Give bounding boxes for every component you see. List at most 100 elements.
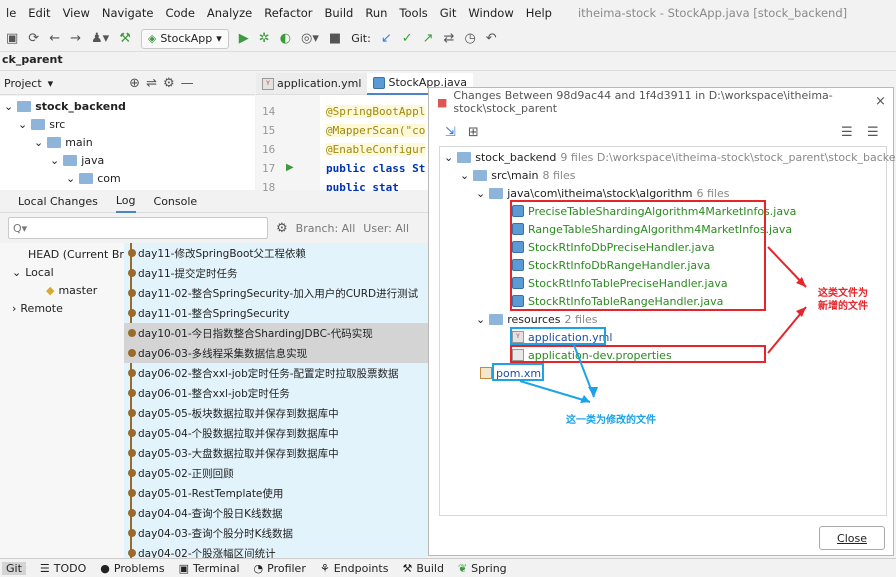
sync-icon[interactable]: ⟳ <box>28 31 40 46</box>
push-icon[interactable]: ↗ <box>422 31 434 46</box>
toolwindow-profiler[interactable]: ◔Profiler <box>254 562 306 575</box>
commit-row[interactable]: day11-提交定时任务 <box>124 263 428 283</box>
save-icon[interactable]: ▣ <box>6 31 19 46</box>
branch-group-local[interactable]: ⌄Local <box>12 263 54 281</box>
toolwindow-todo[interactable]: ☰TODO <box>40 562 86 575</box>
toolwindow-spring[interactable]: ❦Spring <box>458 562 507 575</box>
commit-row[interactable]: day04-03-查询个股分时K线数据 <box>124 523 428 543</box>
history-icon[interactable]: ◷ <box>464 31 476 46</box>
commit-row[interactable]: day06-01-整合xxl-job定时任务 <box>124 383 428 403</box>
commit-icon[interactable]: ✓ <box>401 31 413 46</box>
tree-item-stock-backend[interactable]: ⌄ stock_backend 9 files D:\workspace\ith… <box>444 148 896 166</box>
user-filter[interactable]: User: All <box>363 221 410 235</box>
locate-icon[interactable]: ⊕ <box>129 76 141 91</box>
commit-row[interactable]: day04-02-个股涨幅区间统计 <box>124 543 428 558</box>
branch-master[interactable]: ◆master <box>46 281 97 299</box>
changed-file[interactable]: RangeTableShardingAlgorithm4MarketInfos.… <box>512 220 792 238</box>
tab-log[interactable]: Log <box>115 191 136 213</box>
commit-row[interactable]: day04-04-查询个股日K线数据 <box>124 503 428 523</box>
menu-run[interactable]: Run <box>365 6 388 20</box>
tab-console[interactable]: Console <box>153 195 198 208</box>
changed-file[interactable]: application-dev.properties <box>512 346 672 364</box>
user-icon[interactable]: ♟▾ <box>91 31 110 46</box>
tree-item-resources[interactable]: ⌄ resources 2 files <box>476 310 598 328</box>
fetch-icon[interactable]: ⇄ <box>443 31 455 46</box>
changed-file[interactable]: PreciseTableShardingAlgorithm4MarketInfo… <box>512 202 796 220</box>
menu-help[interactable]: Help <box>525 6 552 20</box>
update-icon[interactable]: ↙ <box>380 31 392 46</box>
menu-edit[interactable]: Edit <box>28 6 51 20</box>
hammer-icon[interactable]: ⚒ <box>119 31 131 46</box>
toolwindow-terminal[interactable]: ▣Terminal <box>179 562 240 575</box>
branch-filter[interactable]: Branch: All <box>295 221 356 235</box>
changed-file[interactable]: StockRtInfoTablePreciseHandler.java <box>512 274 728 292</box>
menu-file[interactable]: le <box>6 6 17 20</box>
commit-row[interactable]: day10-01-今日指数整合ShardingJDBC-代码实现 <box>124 323 428 343</box>
tree-item-main[interactable]: ⌄main <box>34 133 93 151</box>
forward-icon[interactable]: → <box>70 31 82 46</box>
menu-tools[interactable]: Tools <box>399 6 428 20</box>
tab-local-changes[interactable]: Local Changes <box>18 195 98 208</box>
rollback-icon[interactable]: ↶ <box>485 31 497 46</box>
tab-stockapp-java[interactable]: StockApp.java <box>367 72 473 95</box>
commit-row[interactable]: day05-05-板块数据拉取并保存到数据库中 <box>124 403 428 423</box>
commit-row[interactable]: day11-01-整合SpringSecurity <box>124 303 428 323</box>
coverage-icon[interactable]: ◐ <box>279 31 292 46</box>
commit-row[interactable]: day05-03-大盘数据拉取并保存到数据库中 <box>124 443 428 463</box>
changed-file[interactable]: StockRtInfoTableRangeHandler.java <box>512 292 723 310</box>
breadcrumb[interactable]: ck_parent <box>0 53 896 71</box>
toolwindow-build[interactable]: ⚒Build <box>402 562 444 575</box>
menu-refactor[interactable]: Refactor <box>264 6 313 20</box>
menu-build[interactable]: Build <box>324 6 354 20</box>
menu-git[interactable]: Git <box>439 6 457 20</box>
tree-item-src-main[interactable]: ⌄ src\main 8 files <box>460 166 575 184</box>
toolwindow-problems[interactable]: ●Problems <box>100 562 164 575</box>
close-button[interactable]: Close <box>819 526 885 550</box>
run-icon[interactable]: ▶ <box>238 31 249 46</box>
tree-item-algorithm-package[interactable]: ⌄ java\com\itheima\stock\algorithm 6 fil… <box>476 184 729 202</box>
expand-all-icon[interactable]: ☰ <box>841 124 853 140</box>
run-gutter-icon[interactable]: ▶ <box>286 162 294 173</box>
changed-file[interactable]: StockRtInfoDbPreciseHandler.java <box>512 238 715 256</box>
menu-navigate[interactable]: Navigate <box>101 6 154 20</box>
menu-window[interactable]: Window <box>468 6 514 20</box>
commit-row[interactable]: day05-02-正则回顾 <box>124 463 428 483</box>
commit-row[interactable]: day11-02-整合SpringSecurity-加入用户的CURD进行测试 <box>124 283 428 303</box>
show-diff-icon[interactable]: ⇲ <box>445 124 456 140</box>
tree-item-com[interactable]: ⌄com <box>66 169 121 187</box>
back-icon[interactable]: ← <box>49 31 61 46</box>
gear-icon[interactable]: ⚙ <box>162 76 175 91</box>
commit-row[interactable]: day05-04-个股数据拉取并保存到数据库中 <box>124 423 428 443</box>
stop-icon[interactable]: ■ <box>328 31 342 46</box>
menu-analyze[interactable]: Analyze <box>206 6 253 20</box>
commit-row[interactable]: day11-修改SpringBoot父工程依赖 <box>124 243 428 263</box>
commit-row[interactable]: day06-03-多线程采集数据信息实现 <box>124 343 428 363</box>
collapse-icon[interactable]: ⇌ <box>146 76 157 91</box>
commit-row[interactable]: day05-01-RestTemplate使用 <box>124 483 428 503</box>
branch-group-remote[interactable]: ›Remote <box>12 299 63 317</box>
project-view-select[interactable]: Project <box>4 77 42 90</box>
close-icon[interactable]: × <box>875 94 886 109</box>
tree-item-stock-backend[interactable]: ⌄stock_backend <box>4 97 126 115</box>
menu-view[interactable]: View <box>62 6 90 20</box>
branch-head[interactable]: HEAD (Current Branc <box>28 247 144 261</box>
commit-row[interactable]: day06-02-整合xxl-job定时任务-配置定时拉取股票数据 <box>124 363 428 383</box>
profile-icon[interactable]: ◎▾ <box>301 31 319 46</box>
changed-file[interactable]: StockRtInfoDbRangeHandler.java <box>512 256 710 274</box>
debug-icon[interactable]: ✲ <box>258 31 270 46</box>
menu-code[interactable]: Code <box>165 6 195 20</box>
collapse-all-icon[interactable]: ☰ <box>867 124 879 140</box>
tree-item-src[interactable]: ⌄src <box>18 115 65 133</box>
run-config-select[interactable]: ◈ StockApp ▾ <box>140 28 229 49</box>
toolwindow-git[interactable]: Git <box>2 561 26 575</box>
gear-icon[interactable]: ⚙ <box>276 220 288 236</box>
code-editor[interactable]: 14 15 16 17 18 ▶ @SpringBootAppl @Mapper… <box>256 95 428 194</box>
changed-file[interactable]: pom.xml <box>480 364 544 382</box>
minimize-icon[interactable]: — <box>180 76 194 91</box>
group-by-icon[interactable]: ⊞ <box>467 124 479 140</box>
tree-item-java[interactable]: ⌄java <box>50 151 104 169</box>
toolwindow-endpoints[interactable]: ⚘Endpoints <box>320 562 389 575</box>
log-search-input[interactable]: Q▾ <box>8 217 268 239</box>
tab-application-yml[interactable]: Y application.yml <box>256 73 367 95</box>
